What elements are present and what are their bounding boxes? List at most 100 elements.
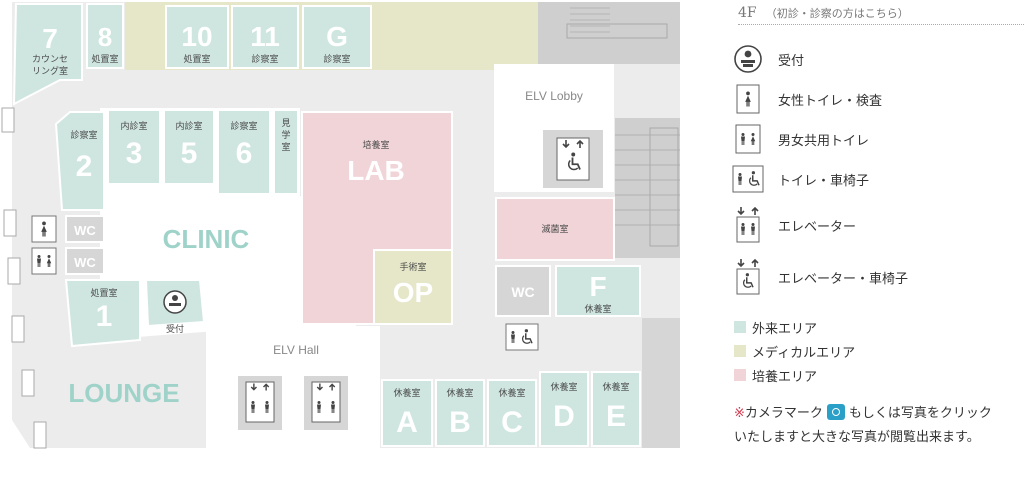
- photo-note: ※カメラマーク もしくは写真をクリック いたしますと大きな写真が閲覧出来ます。: [734, 402, 1024, 450]
- elevator-hall-1[interactable]: [238, 376, 282, 430]
- svg-text:診察室: 診察室: [70, 129, 97, 141]
- note-part2: もしくは写真をクリック: [848, 406, 992, 421]
- camera-icon[interactable]: [826, 404, 845, 420]
- svg-text:培養室: 培養室: [362, 139, 389, 151]
- svg-text:11: 11: [250, 21, 280, 52]
- wc-1[interactable]: WC: [65, 215, 105, 243]
- legend-area-culture: 培養エリア: [734, 366, 818, 385]
- legend-label: 男女共用トイレ: [778, 133, 870, 149]
- svg-text:LAB: LAB: [347, 155, 405, 186]
- svg-text:内診室: 内診室: [120, 120, 147, 132]
- swatch-outpatient: [734, 321, 746, 333]
- note-mark: ※: [734, 406, 745, 421]
- svg-text:診察室: 診察室: [323, 53, 350, 65]
- svg-text:内診室: 内診室: [175, 120, 202, 132]
- svg-text:カウンセ: カウンセ: [32, 54, 68, 65]
- room-observation[interactable]: 見 学 室: [273, 109, 299, 195]
- room-a[interactable]: 休養室 A: [381, 379, 433, 447]
- legend-area-medical: メディカルエリア: [734, 342, 856, 361]
- svg-text:滅菌室: 滅菌室: [541, 223, 568, 235]
- floor-note: （初診・診察の方はこちら）: [765, 7, 909, 20]
- room-3[interactable]: 内診室 3: [107, 109, 161, 185]
- svg-text:C: C: [501, 406, 523, 439]
- svg-text:休養室: 休養室: [446, 387, 473, 399]
- floor-title: 4F （初診・診察の方はこちら）: [738, 2, 1024, 25]
- toilet-wheelchair-icon: [732, 165, 764, 193]
- legend-label: 受付: [778, 53, 805, 69]
- svg-text:8: 8: [98, 22, 112, 52]
- room-8[interactable]: 8 処置室: [86, 3, 124, 69]
- legend-item-toilet-wheelchair: トイレ・車椅子: [732, 162, 869, 196]
- svg-text:休養室: 休養室: [393, 387, 420, 399]
- female-toilet-icon[interactable]: [31, 215, 57, 243]
- room-7[interactable]: 7 カウンセ リング室: [12, 3, 83, 106]
- toilet-wheelchair-icon[interactable]: [505, 323, 539, 351]
- svg-text:3: 3: [126, 137, 143, 170]
- wc-2[interactable]: WC: [65, 247, 105, 275]
- svg-text:E: E: [606, 400, 626, 433]
- room-b[interactable]: 休養室 B: [435, 379, 485, 447]
- svg-text:手術室: 手術室: [399, 261, 426, 273]
- note-line2: いたしますと大きな写真が閲覧出来ます。: [734, 430, 980, 445]
- unisex-toilet-icon[interactable]: [31, 247, 57, 275]
- svg-text:D: D: [553, 400, 575, 433]
- legend-label: エレベーター: [778, 219, 857, 235]
- room-5[interactable]: 内診室 5: [163, 109, 215, 185]
- area-label: 培養エリア: [752, 369, 818, 385]
- unisex-toilet-icon: [735, 124, 761, 154]
- room-e[interactable]: 休養室 E: [591, 371, 641, 447]
- svg-text:F: F: [589, 271, 606, 302]
- room-1[interactable]: 処置室 1: [64, 279, 141, 348]
- legend-item-reception: 受付: [732, 42, 804, 76]
- svg-text:休養室: 休養室: [584, 303, 611, 315]
- svg-text:室: 室: [281, 141, 290, 153]
- svg-text:10: 10: [181, 21, 212, 52]
- room-c[interactable]: 休養室 C: [487, 379, 537, 447]
- svg-text:処置室: 処置室: [183, 53, 210, 65]
- svg-text:リング室: リング室: [32, 65, 68, 77]
- svg-text:休養室: 休養室: [550, 381, 577, 393]
- room-2[interactable]: 診察室 2: [54, 111, 105, 211]
- legend-item-elevator: エレベーター: [732, 206, 857, 243]
- room-f[interactable]: F 休養室: [555, 265, 641, 317]
- elevator-hall-2[interactable]: [304, 376, 348, 430]
- legend-item-female-toilet: 女性トイレ・検査: [732, 82, 882, 116]
- svg-text:休養室: 休養室: [498, 387, 525, 399]
- wc-3[interactable]: WC: [495, 265, 551, 317]
- svg-text:処置室: 処置室: [90, 287, 117, 299]
- stair-top: [538, 2, 680, 64]
- area-label: メディカルエリア: [752, 345, 856, 361]
- legend-label: エレベーター・車椅子: [778, 271, 909, 287]
- room-op[interactable]: 手術室 OP: [373, 249, 453, 325]
- svg-text:診察室: 診察室: [251, 53, 278, 65]
- svg-text:7: 7: [42, 23, 58, 54]
- room-10[interactable]: 10 処置室: [165, 5, 229, 69]
- svg-text:休養室: 休養室: [602, 381, 629, 393]
- svg-text:B: B: [449, 406, 471, 439]
- svg-text:A: A: [396, 406, 418, 439]
- svg-text:処置室: 処置室: [91, 53, 118, 65]
- legend-item-unisex-toilet: 男女共用トイレ: [732, 122, 869, 156]
- elevator-lobby-wheelchair[interactable]: [543, 130, 603, 188]
- room-d[interactable]: 休養室 D: [539, 371, 589, 447]
- window-markers: [1, 107, 47, 449]
- room-sterilization[interactable]: 滅菌室: [495, 197, 615, 261]
- room-g[interactable]: G 診察室: [302, 5, 372, 69]
- legend-label: トイレ・車椅子: [778, 173, 870, 189]
- svg-text:WC: WC: [74, 255, 96, 270]
- zone-clinic: CLINIC: [163, 224, 250, 254]
- room-6[interactable]: 診察室 6: [217, 109, 271, 195]
- female-toilet-icon: [736, 84, 760, 114]
- svg-text:OP: OP: [393, 277, 433, 308]
- svg-text:1: 1: [96, 300, 113, 333]
- service-shaft: [642, 318, 680, 448]
- zone-lounge: LOUNGE: [68, 378, 179, 408]
- reception[interactable]: 受付: [144, 279, 206, 335]
- svg-text:WC: WC: [74, 223, 96, 238]
- svg-text:見: 見: [281, 118, 290, 129]
- svg-text:学: 学: [281, 129, 290, 141]
- elevator-icon: [736, 206, 760, 243]
- note-part1: カメラマーク: [744, 406, 823, 421]
- reception-icon: [734, 45, 762, 73]
- room-11[interactable]: 11 診察室: [231, 5, 299, 69]
